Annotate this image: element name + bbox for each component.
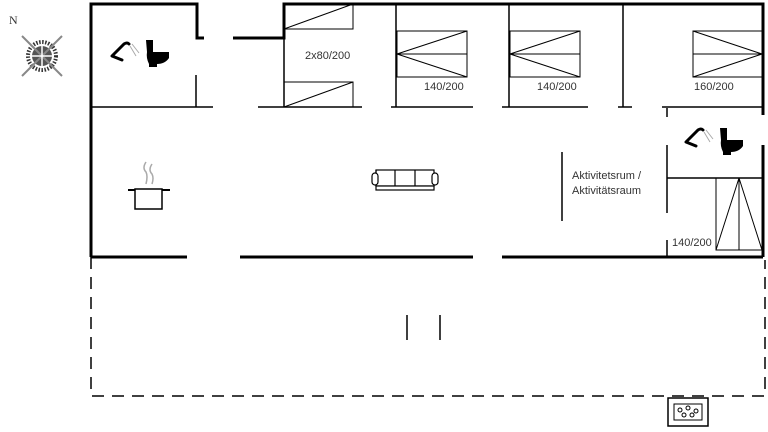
activity-room-label-line2: Aktivitätsraum xyxy=(572,185,642,197)
bed-label-bedroom-1: 2x80/200 xyxy=(305,50,351,62)
walls xyxy=(89,2,766,397)
beds xyxy=(283,3,763,251)
hot-tub-icon xyxy=(667,397,709,427)
toilet-icon xyxy=(720,128,743,155)
sofa-icon xyxy=(371,169,439,191)
cooking-pot-icon xyxy=(128,161,170,210)
bed-label-bedroom-3: 140/200 xyxy=(537,81,577,93)
compass-icon xyxy=(21,35,63,77)
shower-icon xyxy=(684,127,714,148)
bed-label-bedroom-4: 160/200 xyxy=(694,81,734,93)
bed-label-bedroom-5: 140/200 xyxy=(672,237,712,249)
bed-label-bedroom-2: 140/200 xyxy=(424,81,464,93)
toilet-icon xyxy=(146,40,169,67)
north-label: N xyxy=(9,13,18,27)
shower-icon xyxy=(110,41,140,62)
activity-room-label-line1: Aktivitetsrum / xyxy=(572,170,642,182)
